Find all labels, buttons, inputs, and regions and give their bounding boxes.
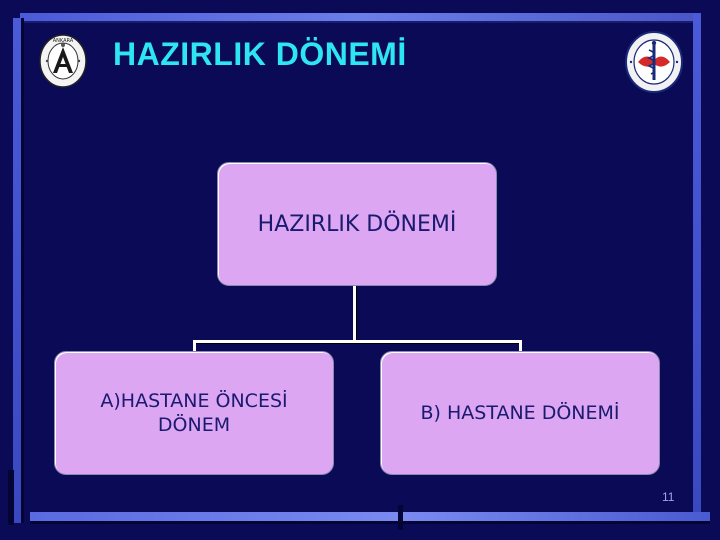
seal-text: ANKARA bbox=[53, 38, 74, 44]
bottom-frame-notch bbox=[398, 505, 403, 530]
connector-vertical-root bbox=[353, 285, 356, 343]
top-frame-bar-shadow bbox=[20, 21, 700, 23]
medical-emblem-logo bbox=[624, 30, 684, 94]
diagram-child-label-prehospital: A)HASTANE ÖNCESİ DÖNEM bbox=[100, 390, 288, 436]
bottom-frame-bar bbox=[30, 512, 710, 521]
ankara-seal-logo: ANKARA bbox=[38, 33, 88, 89]
diagram-root-label: HAZIRLIK DÖNEMİ bbox=[257, 211, 457, 237]
connector-vertical-root-shadow bbox=[356, 285, 357, 343]
right-frame-bar bbox=[693, 13, 701, 518]
connector-vertical-left bbox=[193, 340, 196, 352]
connector-vertical-right bbox=[519, 340, 522, 352]
page-number: 11 bbox=[662, 490, 675, 504]
slide-title: HAZIRLIK DÖNEMİ bbox=[113, 36, 407, 72]
diagram-child-label-hospital: B) HASTANE DÖNEMİ bbox=[420, 402, 620, 424]
left-frame-bar-dark bbox=[21, 18, 24, 523]
diagram-child-box-prehospital: A)HASTANE ÖNCESİ DÖNEM bbox=[54, 351, 334, 475]
diagram-child-box-hospital: B) HASTANE DÖNEMİ bbox=[380, 351, 660, 475]
bottom-frame-bar-dark bbox=[30, 521, 710, 524]
left-frame-notch bbox=[8, 470, 14, 525]
top-frame-bar bbox=[20, 13, 700, 21]
connector-horizontal-shadow bbox=[193, 343, 522, 344]
left-frame-bar bbox=[13, 18, 21, 523]
connector-horizontal bbox=[193, 340, 522, 343]
diagram-root-box: HAZIRLIK DÖNEMİ bbox=[217, 162, 497, 286]
